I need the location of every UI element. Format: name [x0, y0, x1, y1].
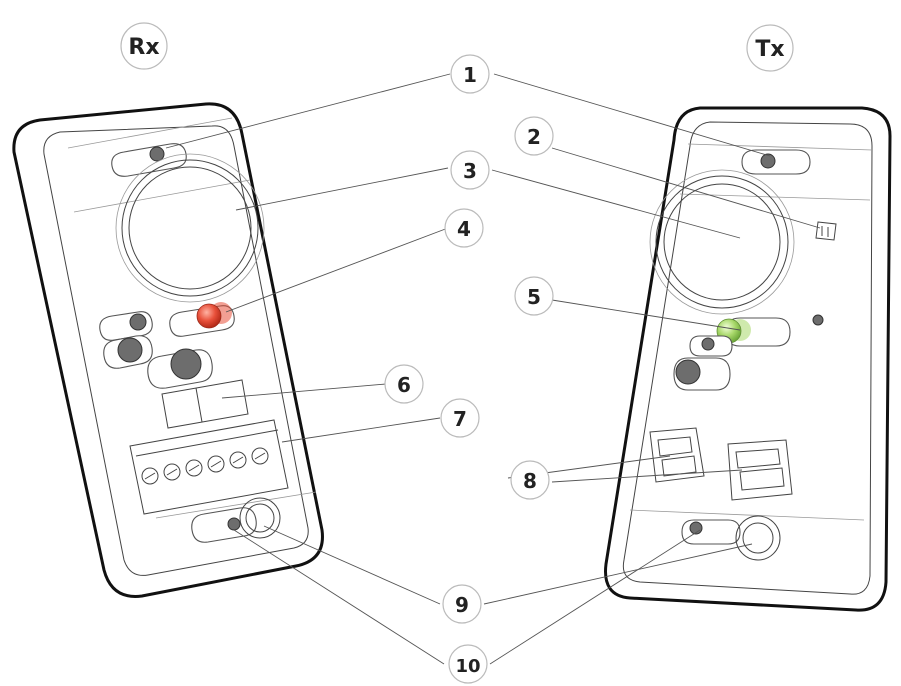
terminal-screw — [229, 451, 247, 469]
rx-terminal-block — [129, 419, 289, 515]
callout-10: 10 — [448, 644, 488, 684]
svg-text:1: 1 — [463, 63, 477, 87]
tx-lens — [649, 169, 795, 315]
rx-top-mounting-slot — [111, 143, 187, 177]
tx-dip-switch-1 — [649, 427, 705, 483]
callout-1: 1 — [450, 54, 490, 94]
callout-2: 2 — [514, 116, 554, 156]
rx-adjust-knob — [147, 348, 213, 389]
rx-inner-panel — [67, 117, 317, 519]
svg-text:8: 8 — [523, 469, 537, 493]
callout-4: 4 — [444, 208, 484, 248]
rx-title-badge: Rx — [120, 22, 168, 70]
tx-top-mounting-slot — [741, 149, 811, 175]
tx-cable-entry — [735, 515, 781, 561]
callout-6: 6 — [384, 364, 424, 404]
rx-lens — [115, 153, 265, 303]
terminal-screw — [185, 459, 203, 477]
tx-small-indicator — [689, 335, 733, 357]
tx-jumper — [815, 221, 837, 241]
svg-text:7: 7 — [453, 407, 467, 431]
terminal-screw — [163, 463, 181, 481]
svg-text:10: 10 — [455, 656, 480, 677]
terminal-screw-slot — [254, 452, 266, 460]
callout-9: 9 — [442, 584, 482, 624]
svg-text:9: 9 — [455, 593, 469, 617]
tx-dip-switch-2 — [727, 439, 793, 501]
tx-side-screw — [812, 314, 824, 326]
tx-title-badge: Tx — [746, 24, 794, 72]
svg-text:2: 2 — [527, 125, 541, 149]
tx-bottom-mounting-slot — [681, 519, 741, 545]
svg-text:4: 4 — [457, 217, 471, 241]
terminal-screw — [251, 447, 269, 465]
terminal-screw-slot — [188, 464, 200, 472]
terminal-screw-slot — [166, 468, 178, 476]
terminal-screw — [207, 455, 225, 473]
terminal-screw — [141, 467, 159, 485]
rx-cable-entry — [239, 497, 281, 539]
svg-text:3: 3 — [463, 159, 477, 183]
terminal-screw-slot — [144, 472, 156, 480]
rx-small-indicator-1 — [99, 311, 153, 341]
rx-relay-box — [161, 379, 249, 429]
leader-lines — [165, 73, 821, 665]
svg-text:Rx: Rx — [128, 35, 159, 60]
rx-small-indicator-2 — [103, 335, 153, 369]
terminal-screw-slot — [232, 456, 244, 464]
tx-device — [604, 106, 892, 612]
rx-device — [12, 102, 324, 598]
svg-text:6: 6 — [397, 373, 411, 397]
callout-7: 7 — [440, 398, 480, 438]
callout-8: 8 — [510, 460, 550, 500]
callout-3: 3 — [450, 150, 490, 190]
tx-adjust-knob — [673, 357, 731, 391]
svg-text:Tx: Tx — [755, 37, 784, 62]
terminal-screw-slot — [210, 460, 222, 468]
callout-5: 5 — [514, 276, 554, 316]
svg-text:5: 5 — [527, 285, 541, 309]
rx-alignment-led — [169, 302, 235, 337]
